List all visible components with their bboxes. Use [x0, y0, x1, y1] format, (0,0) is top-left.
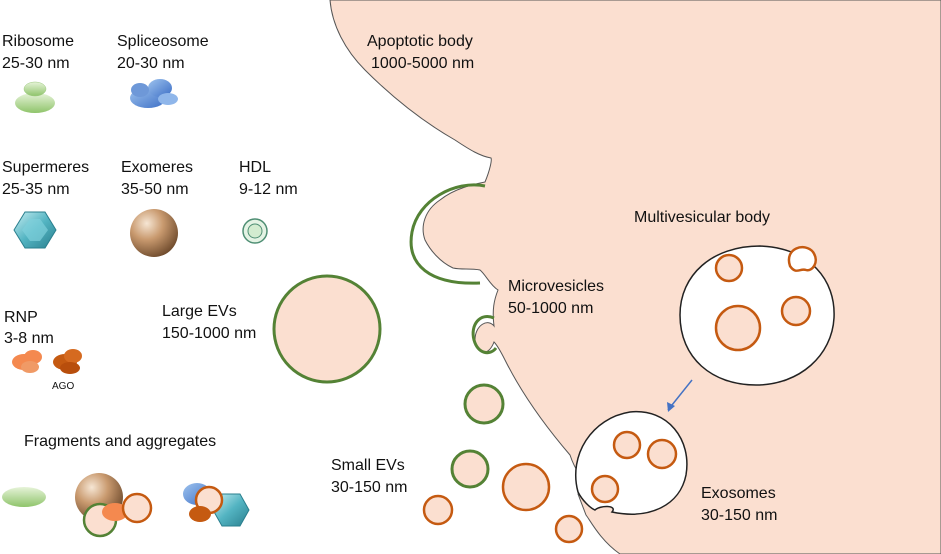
- ribosome-icon: [15, 81, 55, 113]
- aggregate-2: [183, 483, 250, 527]
- exomeres-size: 35-50 nm: [121, 181, 189, 198]
- microvesicle-small-bud: [471, 315, 498, 355]
- apoptotic-label: Apoptotic body: [367, 33, 473, 50]
- rnp-icon: [12, 350, 42, 373]
- small-evs-label: Small EVs: [331, 457, 405, 474]
- apoptotic-size: 1000-5000 nm: [371, 55, 475, 72]
- exomere-icon: [130, 209, 178, 257]
- exosomes-label: Exosomes: [701, 485, 776, 502]
- hdl-label: HDL: [239, 159, 272, 176]
- ribosome-size: 25-30 nm: [2, 55, 70, 72]
- spliceosome-label: Spliceosome: [117, 33, 209, 50]
- mvb-vesicle-2: [780, 295, 812, 327]
- spliceosome-icon: [130, 79, 178, 108]
- small-ev-orange-3: [554, 514, 584, 544]
- hdl-size: 9-12 nm: [239, 181, 298, 198]
- microvesicles-label: Microvesicles: [508, 278, 605, 295]
- large-evs-size: 150-1000 nm: [162, 325, 257, 342]
- microvesicles-size: 50-1000 nm: [508, 300, 594, 317]
- microvesicle-bud: [409, 183, 486, 285]
- supermeres-size: 25-35 nm: [2, 181, 70, 198]
- exosomes-size: 30-150 nm: [701, 507, 778, 524]
- large-ev: [272, 274, 382, 384]
- fragments-label: Fragments and aggregates: [24, 433, 217, 450]
- ago-label: AGO: [52, 381, 75, 392]
- arrow-head: [667, 402, 675, 412]
- large-evs-label: Large EVs: [162, 303, 237, 320]
- rnp-size: 3-8 nm: [4, 330, 54, 347]
- exosome-2: [646, 438, 678, 470]
- exosome-3: [590, 474, 620, 504]
- spliceosome-size: 20-30 nm: [117, 55, 185, 72]
- aggregate-1: [75, 473, 153, 538]
- small-ev-orange-2: [422, 494, 454, 526]
- supermeres-label: Supermeres: [2, 159, 90, 176]
- hdl-icon: [242, 218, 268, 244]
- exosome-1: [612, 430, 642, 460]
- fragment-green-oval: [2, 487, 46, 507]
- mvb-label: Multivesicular body: [634, 209, 771, 226]
- mvb-vesicle-1: [714, 253, 744, 283]
- mvb-vesicle-3: [714, 304, 762, 352]
- supermere-icon: [13, 211, 57, 249]
- mvb-inward-bud: [787, 246, 817, 272]
- small-ev-green-2: [450, 449, 490, 489]
- ribosome-label: Ribosome: [2, 33, 75, 50]
- exomeres-label: Exomeres: [121, 159, 194, 176]
- small-ev-green-1: [463, 383, 505, 425]
- small-ev-orange-1: [501, 462, 551, 512]
- rnp-label: RNP: [4, 309, 38, 326]
- ago-icon: [53, 349, 82, 374]
- small-evs-size: 30-150 nm: [331, 479, 408, 496]
